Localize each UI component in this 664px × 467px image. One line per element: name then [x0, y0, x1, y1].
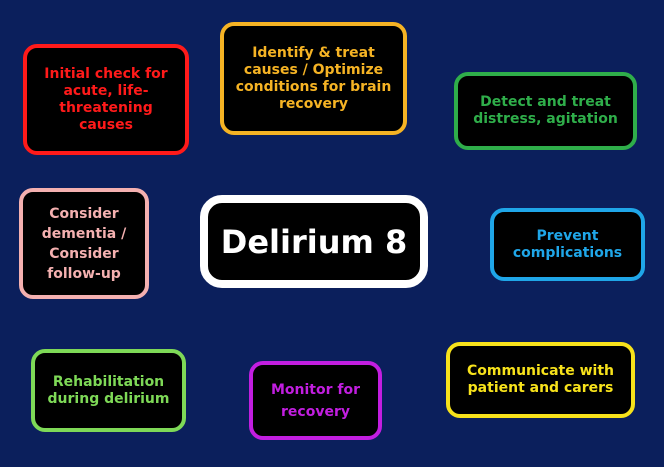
communicate-label: Communicate with patient and carers — [467, 363, 614, 396]
rehabilitation-box: Rehabilitation during delirium — [31, 349, 186, 432]
communicate-box: Communicate with patient and carers — [446, 342, 635, 418]
consider-dementia-label: Consider dementia / Consider follow-up — [41, 205, 127, 282]
delirium-8-title: Delirium 8 — [220, 222, 408, 261]
prevent-complications-box: Prevent complications — [490, 208, 645, 281]
initial-check-box: Initial check for acute, life-threatenin… — [23, 44, 189, 155]
identify-treat-box: Identify & treat causes / Optimize condi… — [220, 22, 407, 135]
consider-dementia-box: Consider dementia / Consider follow-up — [19, 188, 149, 299]
rehabilitation-label: Rehabilitation during delirium — [47, 373, 170, 407]
monitor-recovery-box: Monitor for recovery — [249, 361, 382, 440]
delirium-8-center-box: Delirium 8 — [200, 195, 428, 288]
initial-check-label: Initial check for acute, life-threatenin… — [44, 65, 168, 133]
prevent-complications-label: Prevent complications — [512, 227, 623, 261]
detect-distress-label: Detect and treat distress, agitation — [473, 94, 618, 127]
detect-distress-box: Detect and treat distress, agitation — [454, 72, 637, 150]
identify-treat-label: Identify & treat causes / Optimize condi… — [235, 44, 392, 112]
monitor-recovery-label: Monitor for recovery — [270, 381, 361, 420]
